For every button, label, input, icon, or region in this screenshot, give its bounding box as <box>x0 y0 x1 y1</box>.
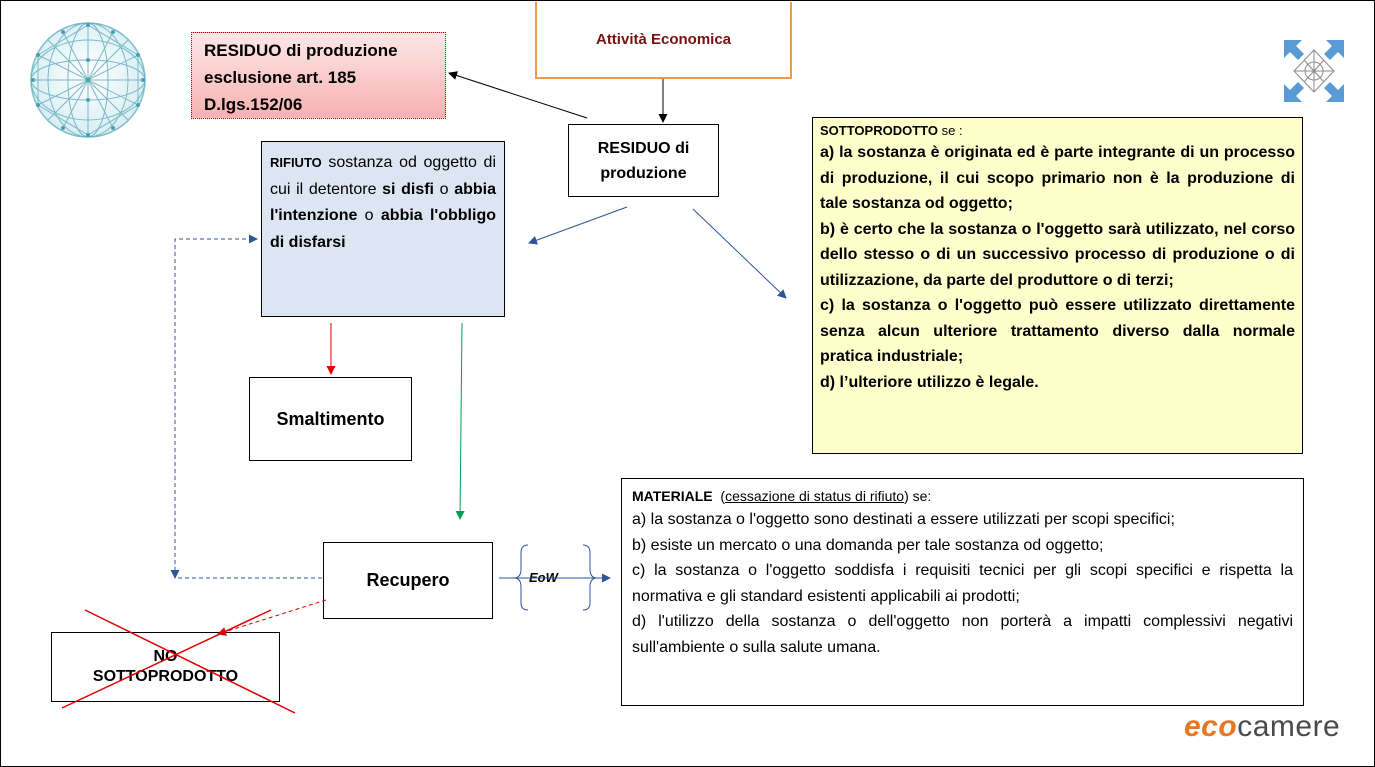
sottoprodotto-item: d) l’ulteriore utilizzo è legale. <box>820 373 1039 391</box>
no-sottoprodotto-box: NO SOTTOPRODOTTO <box>51 632 280 702</box>
sottoprodotto-item: b) è certo che la sostanza o l'oggetto s… <box>820 220 1295 289</box>
residuo-esclusione-line2: esclusione art. 185 <box>204 68 357 87</box>
materiale-lead: MATERIALE <box>632 488 713 504</box>
rifiuto-lead: RIFIUTO <box>270 155 322 170</box>
smaltimento-box: Smaltimento <box>249 377 412 461</box>
arrow-recupero-to-no-sottoprodotto <box>217 599 327 636</box>
residuo-esclusione-line3: D.lgs.152/06 <box>204 95 303 114</box>
sottoprodotto-item: c) la sostanza o l'oggetto può essere ut… <box>820 297 1295 365</box>
materiale-suffix: se: <box>908 488 932 504</box>
arrow-residuo-to-esclusione <box>448 71 588 119</box>
arrow-residuo-to-rifiuto <box>528 206 628 245</box>
residuo-produzione-box: RESIDUO di produzione <box>568 124 719 197</box>
rifiuto-text-3: o <box>357 207 381 224</box>
arrow-rifiuto-to-recupero <box>455 322 465 520</box>
logo-camere: camere <box>1237 710 1341 743</box>
sottoprodotto-box: SOTTOPRODOTTO se : a) la sostanza è orig… <box>812 117 1303 454</box>
attivita-economica-box: Attività Economica <box>535 2 792 79</box>
ecocamere-logo: ecocamere <box>1184 710 1340 744</box>
sottoprodotto-lead: SOTTOPRODOTTO <box>820 123 938 138</box>
rifiuto-bold-3: abbia l'obbligo di disfarsi <box>270 207 496 251</box>
logo-eco: eco <box>1184 710 1238 743</box>
arrow-residuo-to-sottoprodotto <box>692 208 787 299</box>
residuo-esclusione-line1: RESIDUO di produzione <box>204 41 398 60</box>
rifiuto-box: RIFIUTO sostanza od oggetto di cui il de… <box>261 141 505 317</box>
materiale-item: d) l'utilizzo della sostanza o dell'ogge… <box>632 613 1293 656</box>
recupero-box: Recupero <box>323 542 493 619</box>
globe-icon <box>28 20 148 145</box>
residuo-produzione-line2: produzione <box>600 164 687 182</box>
eow-left-brace <box>513 544 529 611</box>
cross-out-line-2 <box>84 609 296 714</box>
rifiuto-text-2: o <box>434 180 455 198</box>
rifiuto-bold-1: si disfi <box>382 180 434 198</box>
rifiuto-bold-2: abbia l'intenzione <box>270 180 496 225</box>
residuo-esclusione-box: RESIDUO di produzione esclusione art. 18… <box>191 32 446 119</box>
no-sottoprodotto-line2: SOTTOPRODOTTO <box>92 668 239 685</box>
materiale-item: a) la sostanza o l'oggetto sono destinat… <box>632 511 1175 528</box>
materiale-box: MATERIALE (cessazione di status di rifiu… <box>621 478 1304 706</box>
materiale-item: c) la sostanza o l'oggetto soddisfa i re… <box>632 562 1293 605</box>
smaltimento-label: Smaltimento <box>276 408 385 429</box>
rifiuto-text-1: sostanza od oggetto di cui il detentore <box>270 154 496 198</box>
arrow-recupero-loop-back <box>174 234 322 579</box>
materiale-paren: cessazione di status di rifiuto <box>725 488 905 504</box>
attivita-economica-label: Attività Economica <box>595 31 732 48</box>
sottoprodotto-lead-suffix: se : <box>937 123 963 138</box>
network-arrows-icon <box>1284 40 1344 107</box>
cross-out-line-1 <box>61 609 272 709</box>
residuo-produzione-line1: RESIDUO di <box>597 139 690 157</box>
eow-right-brace <box>582 544 598 611</box>
materiale-item: b) esiste un mercato o una domanda per t… <box>632 536 1104 554</box>
sottoprodotto-item: a) la sostanza è originata ed è parte in… <box>820 144 1295 212</box>
recupero-label: Recupero <box>366 570 450 590</box>
